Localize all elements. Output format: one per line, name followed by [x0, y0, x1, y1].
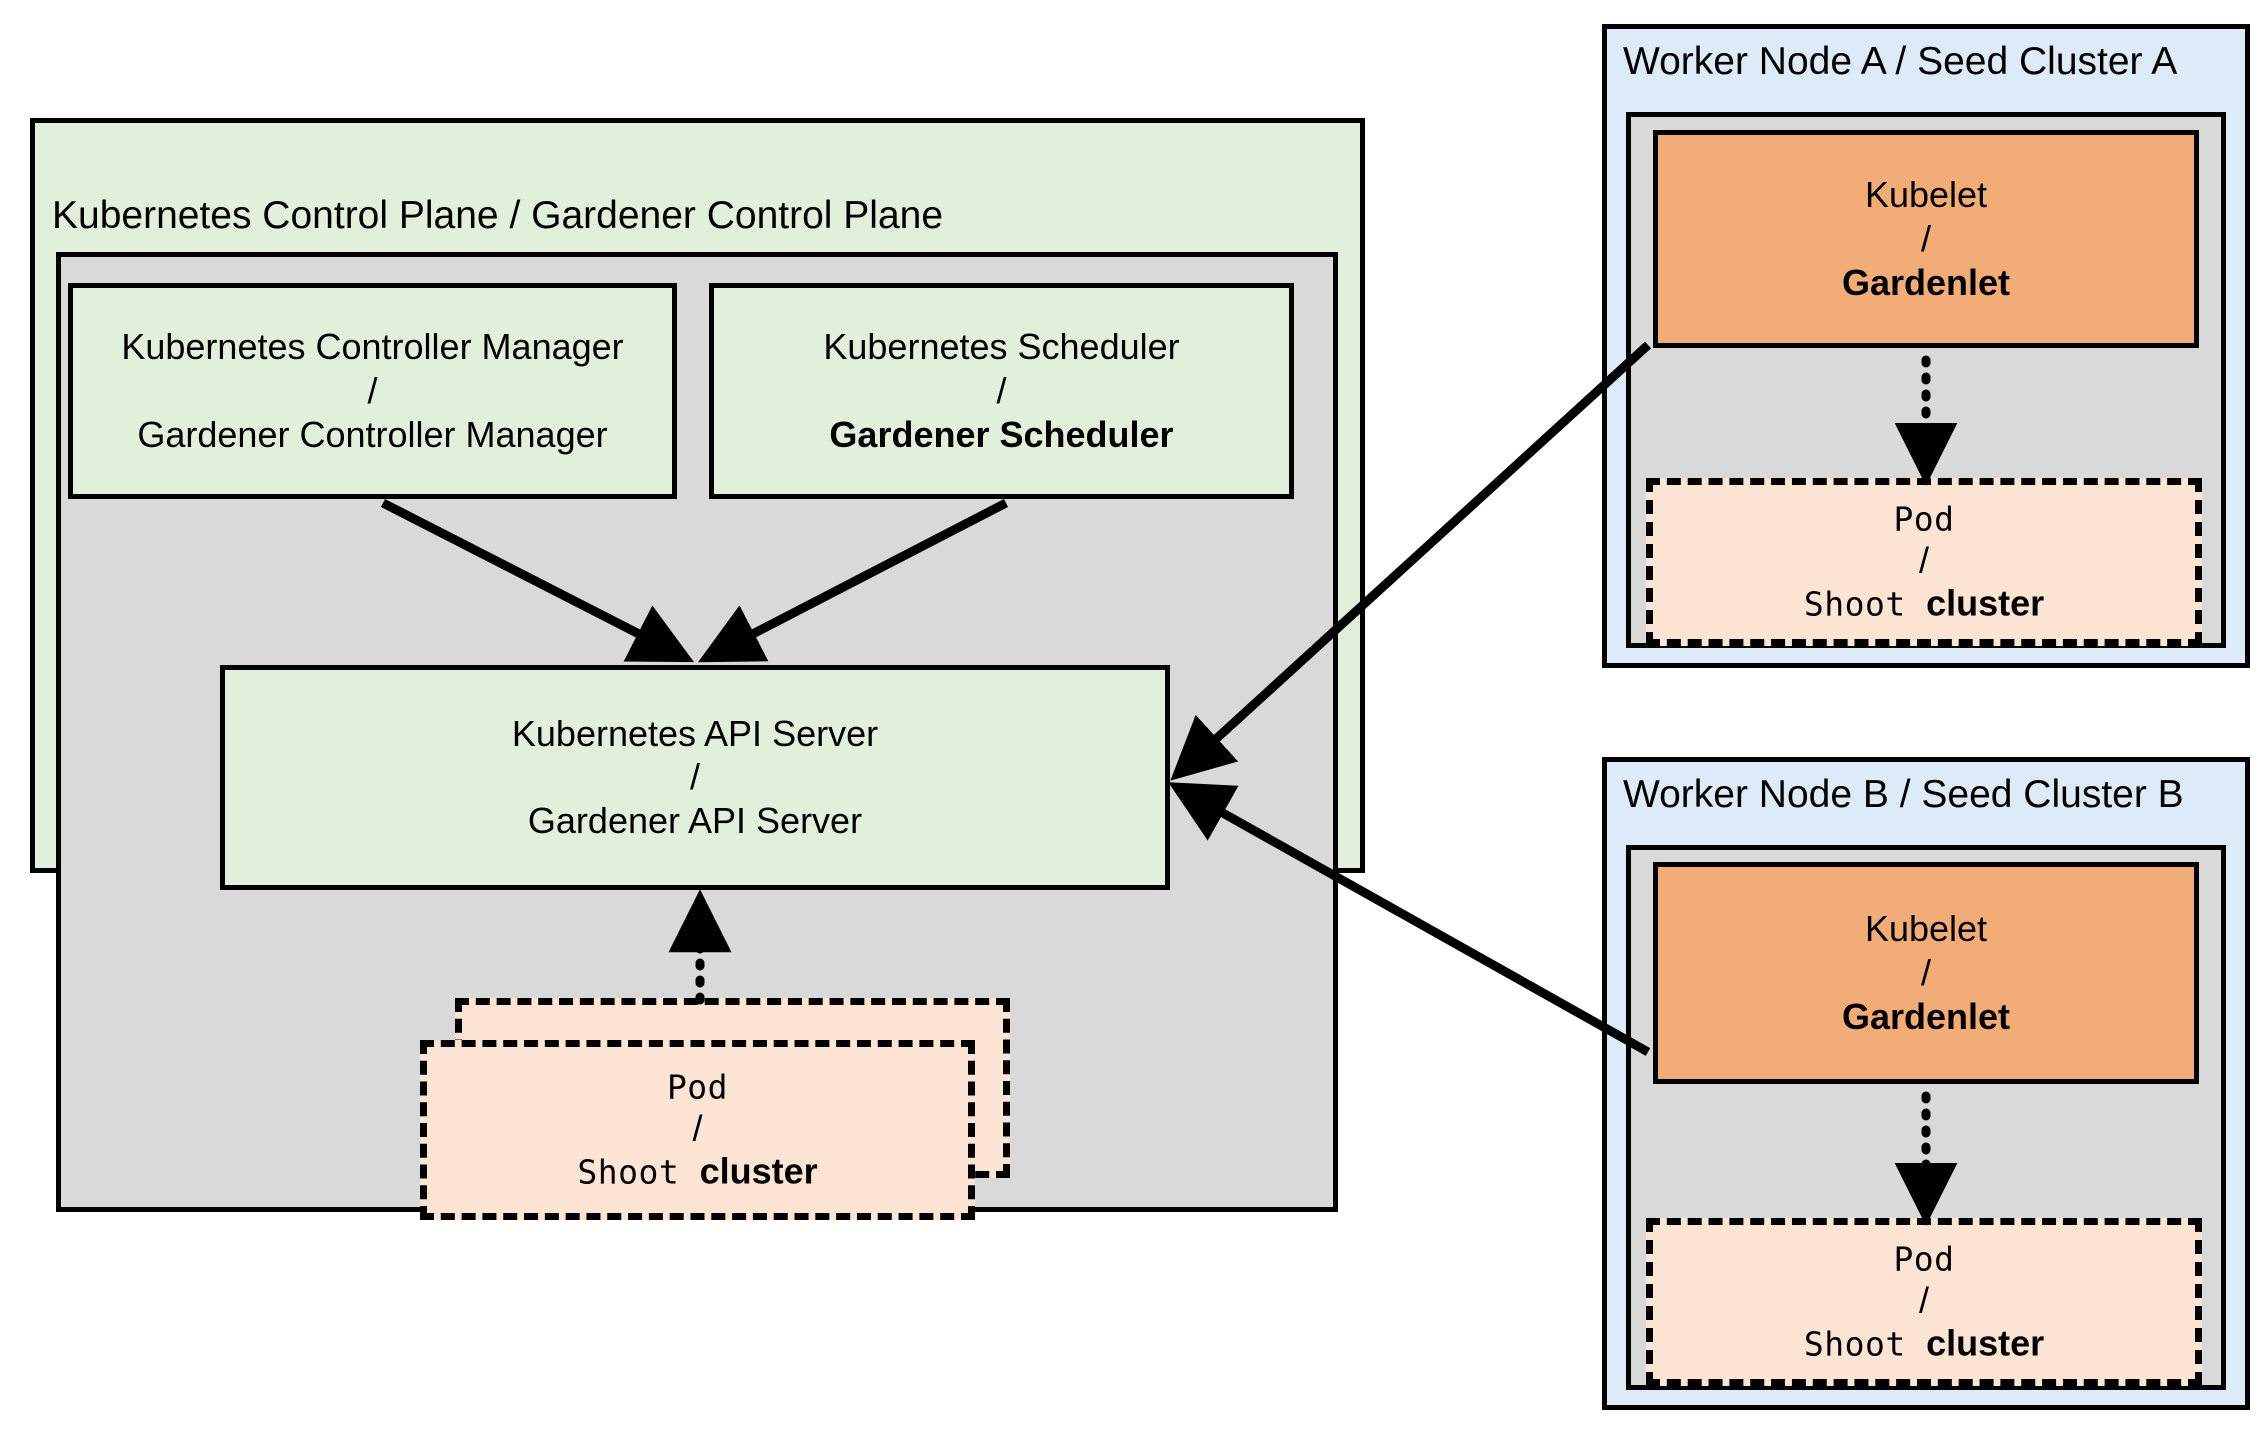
worker-node-a-kubelet-text: Kubelet / Gardenlet: [1658, 173, 2194, 305]
api-server-separator: /: [689, 756, 700, 798]
controller-manager-text: Kubernetes Controller Manager / Gardener…: [73, 325, 672, 457]
worker-node-b-pod-line1: Pod: [1893, 1239, 1955, 1279]
worker-node-b-kubelet-text: Kubelet / Gardenlet: [1658, 907, 2194, 1039]
worker-node-b-kubelet-line1: Kubelet: [1864, 908, 1988, 950]
worker-node-a-pod-line2: Shoot cluster: [1653, 582, 2195, 624]
worker-node-a-pod-line2-mono: Shoot: [1803, 584, 1906, 624]
worker-node-a-pod-line2-bold: cluster: [1926, 582, 2045, 624]
worker-node-b-pod-line2-bold: cluster: [1926, 1322, 2045, 1364]
scheduler-line2: Gardener Scheduler: [829, 413, 1174, 455]
controller-manager-line2: Gardener Controller Manager: [137, 413, 608, 455]
worker-node-b-kubelet-separator: /: [1920, 952, 1931, 994]
api-server-line2: Gardener API Server: [527, 800, 863, 842]
scheduler-separator: /: [996, 370, 1007, 412]
worker-node-a-kubelet-line1: Kubelet: [1864, 174, 1988, 216]
worker-node-a-title: Worker Node A / Seed Cluster A: [1623, 40, 2178, 83]
control-plane-pod-separator: /: [692, 1107, 703, 1149]
scheduler-line1: Kubernetes Scheduler: [823, 326, 1180, 368]
api-server-text: Kubernetes API Server / Gardener API Ser…: [225, 712, 1165, 844]
worker-node-b-kubelet-box[interactable]: Kubelet / Gardenlet: [1653, 862, 2199, 1084]
control-plane-pod-line1: Pod: [666, 1067, 729, 1107]
worker-node-b-pod-line2: Shoot cluster: [1653, 1322, 2195, 1364]
worker-node-b-kubelet-line2: Gardenlet: [1841, 995, 2011, 1037]
worker-node-b-pod-separator: /: [1918, 1279, 1929, 1321]
control-plane-pod-line2-bold: cluster: [699, 1150, 818, 1192]
worker-node-b-pod-text: Pod / Shoot cluster: [1653, 1240, 2195, 1365]
controller-manager-separator: /: [367, 370, 378, 412]
scheduler-text: Kubernetes Scheduler / Gardener Schedule…: [714, 325, 1289, 457]
controller-manager-line1: Kubernetes Controller Manager: [121, 326, 624, 368]
worker-node-a-kubelet-box[interactable]: Kubelet / Gardenlet: [1653, 130, 2199, 348]
control-plane-pod-text: Pod / Shoot cluster: [427, 1068, 968, 1193]
control-plane-title: Kubernetes Control Plane / Gardener Cont…: [52, 194, 944, 237]
worker-node-a-pod-text: Pod / Shoot cluster: [1653, 500, 2195, 625]
worker-node-a-kubelet-line2: Gardenlet: [1841, 261, 2011, 303]
control-plane-pod-box[interactable]: Pod / Shoot cluster: [420, 1040, 975, 1220]
kubernetes-controller-manager-box[interactable]: Kubernetes Controller Manager / Gardener…: [68, 283, 677, 499]
control-plane-pod-line2: Shoot cluster: [427, 1150, 968, 1192]
worker-node-b-pod-box[interactable]: Pod / Shoot cluster: [1646, 1218, 2202, 1386]
worker-node-b-pod-line2-mono: Shoot: [1803, 1324, 1906, 1364]
control-plane-pod-line2-mono: Shoot: [577, 1152, 680, 1192]
worker-node-a-pod-line1: Pod: [1893, 499, 1955, 539]
worker-node-a-kubelet-separator: /: [1920, 218, 1931, 260]
api-server-line1: Kubernetes API Server: [511, 712, 879, 754]
worker-node-a-pod-box[interactable]: Pod / Shoot cluster: [1646, 478, 2202, 646]
kubernetes-api-server-box[interactable]: Kubernetes API Server / Gardener API Ser…: [220, 665, 1170, 890]
worker-node-b-title: Worker Node B / Seed Cluster B: [1623, 773, 2184, 816]
kubernetes-scheduler-box[interactable]: Kubernetes Scheduler / Gardener Schedule…: [709, 283, 1294, 499]
worker-node-a-pod-separator: /: [1918, 539, 1929, 581]
